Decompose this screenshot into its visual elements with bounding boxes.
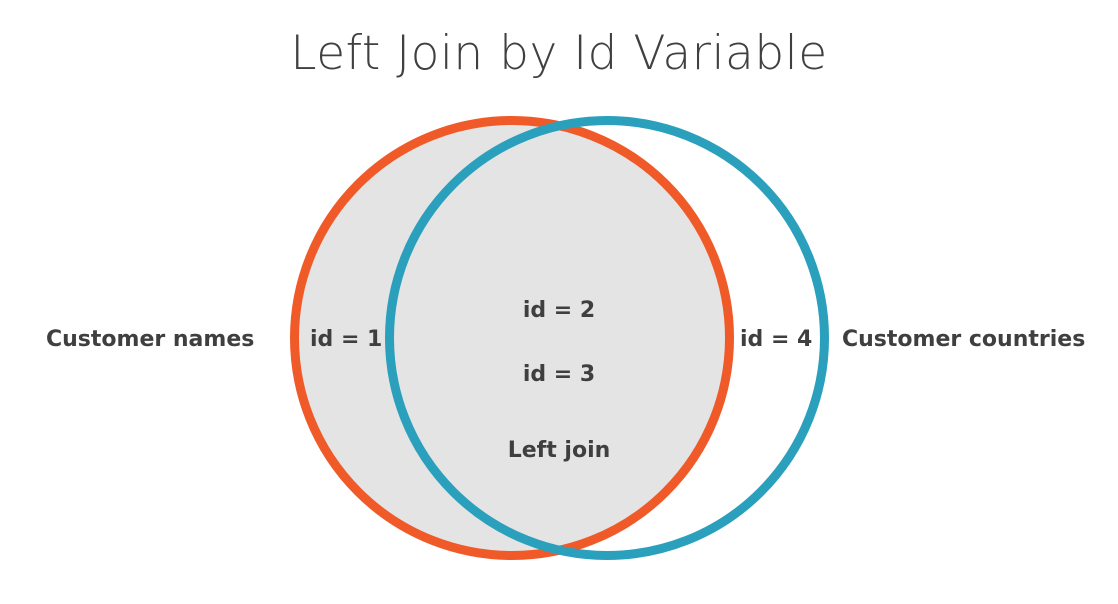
left-join-fill [294,120,730,556]
intersection-id-2-label: id = 2 [522,298,596,323]
customer-names-circle [290,116,734,560]
right-only-id-label: id = 4 [740,327,813,352]
left-join-label: Left join [507,438,611,463]
customer-countries-circle [385,116,829,560]
intersection-id-3-label: id = 3 [522,362,596,387]
customer-countries-label: Customer countries [842,327,1086,352]
diagram-title: Left Join by Id Variable [290,26,828,81]
left-only-id-label: id = 1 [310,327,383,352]
customer-names-label: Customer names [46,327,255,352]
